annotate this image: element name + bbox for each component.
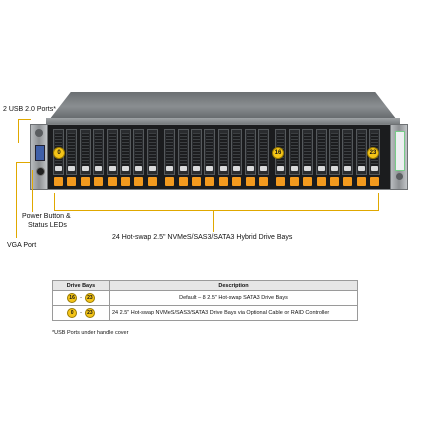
drive-latch-icon[interactable]	[259, 177, 268, 186]
usb-callout-line	[18, 119, 31, 120]
table-header-bays: Drive Bays	[52, 280, 110, 291]
table-row: 16-23 Default – 8 2.5" Hot-swap SATA3 Dr…	[52, 290, 358, 306]
drive-latch-icon[interactable]	[276, 177, 286, 186]
bay-to-badge: 23	[84, 308, 95, 318]
vga-callout-line-h	[16, 162, 30, 163]
drive-latch-icon[interactable]	[330, 177, 339, 186]
drive-latch-icon[interactable]	[245, 177, 255, 186]
bay-range: 16-23	[52, 290, 110, 306]
drive-latch-icon[interactable]	[94, 177, 104, 186]
drive-bay[interactable]	[302, 129, 314, 175]
drive-bay[interactable]	[93, 129, 105, 175]
drive-latch-icon[interactable]	[192, 177, 201, 186]
bay-range: 0-23	[52, 305, 110, 321]
drive-bay-panel	[46, 124, 402, 190]
bay-badge-16: 16	[272, 147, 284, 159]
bays-callout-line	[213, 210, 214, 232]
bay-to-badge: 23	[84, 293, 95, 303]
drive-bay[interactable]	[120, 129, 131, 175]
drive-bay[interactable]	[146, 129, 158, 175]
vga-callout-line	[16, 162, 17, 238]
drive-bays-label: 24 Hot-swap 2.5" NVMeS/SAS3/SATA3 Hybrid…	[112, 234, 293, 241]
drive-latch-icon[interactable]	[54, 177, 63, 186]
left-rack-ear	[30, 124, 48, 190]
drive-bay[interactable]	[191, 129, 202, 175]
drive-bay[interactable]	[244, 129, 256, 175]
drive-bay[interactable]	[79, 129, 91, 175]
drive-latch-icon[interactable]	[165, 177, 175, 186]
drive-latch-icon[interactable]	[218, 177, 228, 186]
service-tag-icon	[395, 131, 405, 171]
drive-bay[interactable]	[177, 129, 189, 175]
right-rack-ear	[390, 124, 408, 190]
table-row: 0-23 24 2.5" Hot-swap NVMeS/SAS3/SATA3 D…	[52, 305, 358, 321]
drive-latch-icon[interactable]	[343, 177, 353, 186]
drive-latch-icon[interactable]	[147, 177, 157, 186]
drive-latch-icon[interactable]	[316, 177, 326, 186]
drive-latch-icon[interactable]	[205, 177, 215, 186]
drive-latch-icon[interactable]	[80, 177, 90, 186]
drive-bay-table: Drive Bays Description 16-23 Default – 8…	[52, 280, 358, 321]
drive-latch-icon[interactable]	[289, 177, 299, 186]
drive-bay[interactable]	[133, 129, 145, 175]
bays-bracket-bottom	[54, 210, 379, 211]
footnote: *USB Ports under handle cover	[52, 330, 129, 336]
drive-bay[interactable]	[342, 129, 354, 175]
drive-bay[interactable]	[164, 129, 176, 175]
drive-latch-icon[interactable]	[232, 177, 242, 186]
table-header-description: Description	[109, 280, 358, 291]
drive-latch-icon[interactable]	[107, 177, 117, 186]
bay-badge-23: 23	[367, 147, 379, 159]
range-separator: -	[80, 310, 82, 316]
power-callout-line	[32, 170, 33, 212]
drive-bay[interactable]	[315, 129, 327, 175]
drive-latch-icon[interactable]	[370, 177, 380, 186]
bay-description: Default – 8 2.5" Hot-swap SATA3 Drive Ba…	[109, 290, 358, 306]
chassis-top-face	[46, 118, 400, 126]
bay-from-badge: 0	[67, 308, 78, 318]
status-leds-label: Status LEDs	[28, 222, 67, 229]
drive-bay[interactable]	[288, 129, 300, 175]
usb-handle-icon	[35, 129, 43, 137]
drive-latch-icon[interactable]	[134, 177, 144, 186]
bay-from-badge: 16	[67, 293, 78, 303]
bay-description: 24 2.5" Hot-swap NVMeS/SAS3/SATA3 Drive …	[109, 305, 358, 321]
drive-bay[interactable]	[66, 129, 78, 175]
power-button-label: Power Button &	[22, 213, 71, 220]
power-button-icon[interactable]	[36, 167, 45, 176]
drive-latch-icon[interactable]	[121, 177, 130, 186]
drive-bay[interactable]	[204, 129, 216, 175]
vga-port-label: VGA Port	[7, 242, 37, 249]
drive-bay[interactable]	[217, 129, 229, 175]
bay-badge-0: 0	[53, 147, 65, 159]
usb-ports-label: 2 USB 2.0 Ports*	[3, 106, 56, 113]
drive-bay[interactable]	[231, 129, 243, 175]
screw-icon	[396, 173, 403, 180]
drive-bay[interactable]	[329, 129, 340, 175]
drive-latch-icon[interactable]	[303, 177, 313, 186]
range-separator: -	[80, 295, 82, 301]
bays-bracket-right	[378, 193, 379, 210]
bays-bracket-left	[54, 193, 55, 210]
drive-bay[interactable]	[355, 129, 367, 175]
usb-callout-line-v	[18, 119, 19, 143]
vga-port-icon	[35, 145, 45, 161]
drive-bay[interactable]	[258, 129, 269, 175]
drive-bay[interactable]	[106, 129, 118, 175]
drive-latch-icon[interactable]	[67, 177, 77, 186]
drive-latch-icon[interactable]	[178, 177, 188, 186]
drive-latch-icon[interactable]	[356, 177, 366, 186]
